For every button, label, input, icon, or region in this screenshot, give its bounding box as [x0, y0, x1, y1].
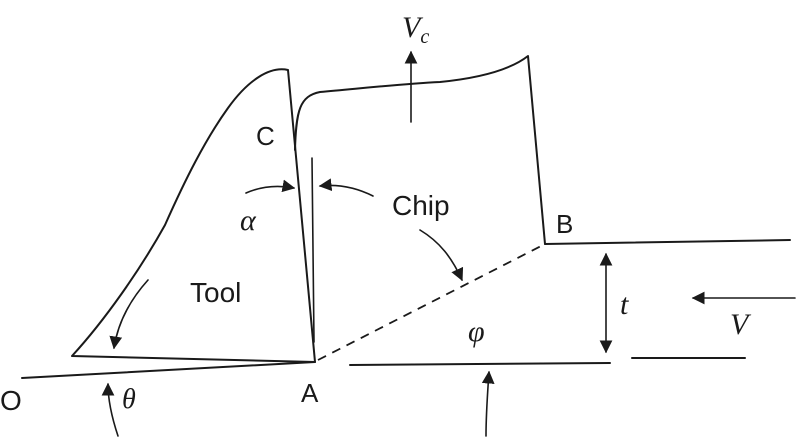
workpiece-line-left: [349, 362, 611, 366]
point-b-label: B: [556, 209, 573, 239]
tool-label: Tool: [190, 277, 241, 308]
shear-angle-arrow: [481, 370, 495, 437]
chip-velocity-label: Vc: [402, 11, 429, 48]
cutting-velocity-label: V: [730, 308, 752, 341]
tool-base-line: [21, 361, 316, 379]
shear-plane-line: [317, 243, 546, 361]
rake-angle-label: α: [240, 204, 257, 237]
tool-face-reference-line: [311, 157, 315, 343]
rake-angle-arrow-left: [245, 179, 296, 194]
tool-clearance-arrow: [109, 279, 149, 350]
shear-angle-label: φ: [468, 315, 485, 348]
point-a-label: A: [301, 378, 319, 408]
chip-outline: [294, 55, 546, 245]
rake-angle-arrow-right: [318, 178, 374, 197]
clearance-angle-label: θ: [122, 384, 136, 415]
point-c-label: C: [256, 121, 275, 151]
workpiece-top-line: [544, 239, 791, 245]
tool-outline: [71, 68, 316, 363]
chip-pointer-arrow: [419, 229, 464, 282]
thickness-label: t: [620, 288, 629, 321]
clearance-angle-arrow: [101, 382, 119, 437]
chip-label: Chip: [392, 190, 450, 221]
origin-label: O: [0, 385, 22, 416]
